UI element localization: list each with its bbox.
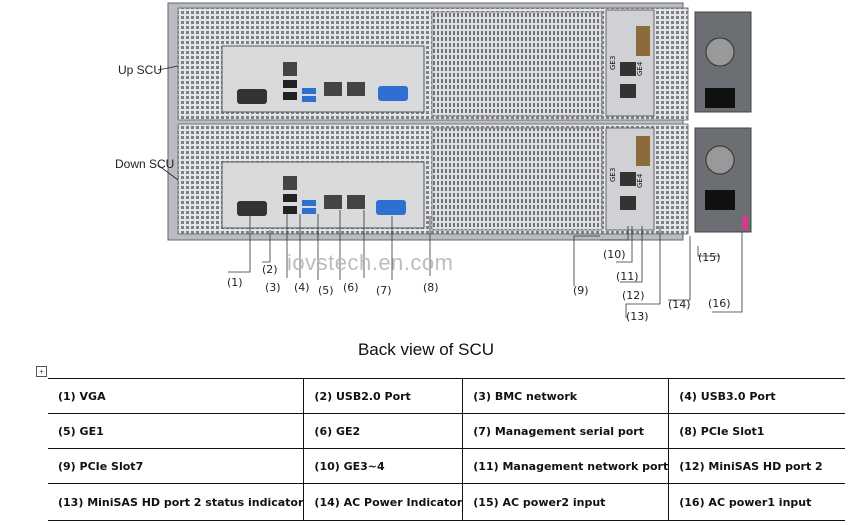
callout-1: (1) xyxy=(227,276,243,289)
up-scu-module xyxy=(177,7,752,121)
callout-3: (3) xyxy=(265,281,281,294)
table-row: (13) MiniSAS HD port 2 status indicator … xyxy=(48,483,845,521)
leader-lines xyxy=(228,210,743,318)
callout-7: (7) xyxy=(376,284,392,297)
table-row: (9) PCIe Slot7 (10) GE3~4 (11) Managemen… xyxy=(48,448,845,484)
up-ge1-port xyxy=(324,82,342,96)
down-ge2-port xyxy=(347,195,365,209)
up-usb2-port-b xyxy=(283,92,297,100)
down-ge3-port xyxy=(620,172,636,186)
up-ge2-port xyxy=(347,82,365,96)
callout-16: (16) xyxy=(708,297,731,310)
up-scu-label: Up SCU xyxy=(118,63,163,77)
callout-2: (2) xyxy=(262,263,278,276)
table-row: (1) VGA (2) USB2.0 Port (3) BMC network … xyxy=(48,378,845,414)
watermark: iovstech.en.com xyxy=(287,250,454,275)
callout-6: (6) xyxy=(343,281,359,294)
table-cell: (13) MiniSAS HD port 2 status indicator xyxy=(48,483,304,521)
up-usb3-port-b xyxy=(302,96,316,102)
down-usb2-port-b xyxy=(283,206,297,214)
up-bmc-port xyxy=(283,62,297,76)
table-cell: (9) PCIe Slot7 xyxy=(48,448,304,484)
down-usb3-port-b xyxy=(302,208,316,214)
down-usb2-port-a xyxy=(283,194,297,202)
callout-13: (13) xyxy=(626,310,649,323)
down-bmc-port xyxy=(283,176,297,190)
table-cell: (3) BMC network xyxy=(462,378,669,414)
up-usb2-port-a xyxy=(283,80,297,88)
port-label-ge4: GE4 xyxy=(636,61,644,76)
callout-10: (10) xyxy=(603,248,626,261)
table-cell: (5) GE1 xyxy=(48,413,304,449)
down-scu-label: Down SCU xyxy=(115,157,175,171)
table-cell: (14) AC Power Indicator xyxy=(303,483,463,521)
port-label-ge3: GE3 xyxy=(609,56,617,70)
callout-11: (11) xyxy=(616,270,639,283)
callout-5: (5) xyxy=(318,284,334,297)
callout-14: (14) xyxy=(668,298,691,311)
callout-8: (8) xyxy=(423,281,439,294)
table-cell: (12) MiniSAS HD port 2 xyxy=(668,448,845,484)
down-serial-port xyxy=(376,200,406,215)
port-label-ge4: GE4 xyxy=(636,173,644,188)
table-cell: (8) PCIe Slot1 xyxy=(668,413,845,449)
table-cell: (4) USB3.0 Port xyxy=(668,378,845,414)
down-io-panel xyxy=(221,161,425,229)
table-move-handle-icon[interactable]: + xyxy=(36,366,47,377)
table-cell: (16) AC power1 input xyxy=(668,483,845,521)
table-cell: (15) AC power2 input xyxy=(462,483,669,521)
up-usb3-port-a xyxy=(302,88,316,94)
table-cell: (7) Management serial port xyxy=(462,413,669,449)
down-scu-module xyxy=(177,123,752,235)
table-cell: (2) USB2.0 Port xyxy=(303,378,463,414)
down-ge4-port xyxy=(620,196,636,210)
port-legend-table: (1) VGA (2) USB2.0 Port (3) BMC network … xyxy=(48,378,845,521)
down-power-supply xyxy=(694,127,752,233)
up-ge4-port xyxy=(620,84,636,98)
up-serial-port xyxy=(378,86,408,101)
figure-caption: Back view of SCU xyxy=(357,340,495,359)
table-cell: (11) Management network port xyxy=(462,448,669,484)
table-cell: (10) GE3~4 xyxy=(303,448,463,484)
port-label-ge3: GE3 xyxy=(609,168,617,182)
table-cell: (6) GE2 xyxy=(303,413,463,449)
down-ge1-port xyxy=(324,195,342,209)
up-vga-port xyxy=(237,89,267,104)
table-cell: (1) VGA xyxy=(48,378,304,414)
table-row: (5) GE1 (6) GE2 (7) Management serial po… xyxy=(48,413,845,449)
callout-9: (9) xyxy=(573,284,589,297)
down-usb3-port-a xyxy=(302,200,316,206)
callout-15: (15) xyxy=(698,251,721,264)
up-ge3-port xyxy=(620,62,636,76)
callout-12: (12) xyxy=(622,289,645,302)
callout-4: (4) xyxy=(294,281,310,294)
down-vga-port xyxy=(237,201,267,216)
